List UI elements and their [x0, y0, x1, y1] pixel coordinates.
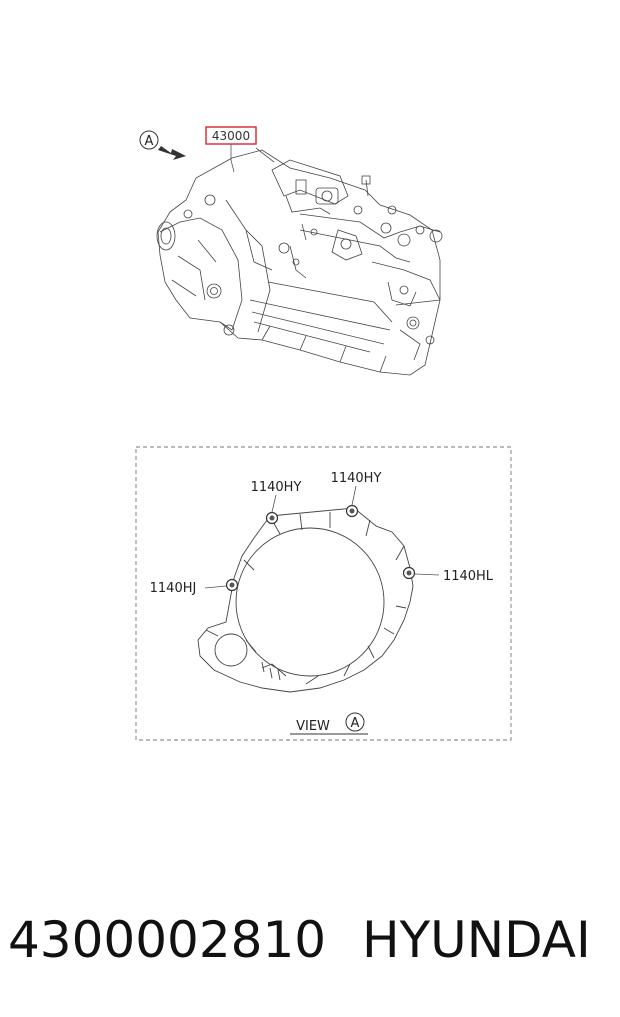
- part-number: 4300002810: [8, 911, 327, 969]
- bolt-1140hl[interactable]: [402, 566, 440, 580]
- view-arrow-marker: A: [139, 130, 186, 160]
- view-caption-marker: A: [351, 716, 360, 731]
- parts-diagram: A 43000: [135, 126, 512, 741]
- bolt-1140hy-right[interactable]: [345, 485, 359, 518]
- view-marker-letter: A: [145, 134, 154, 149]
- bolt-label-top-right: 1140HY: [331, 471, 382, 486]
- part-label-43000[interactable]: 43000: [205, 126, 257, 160]
- view-a-detail-panel: 1140HY 1140HY 1140HJ 1140HL VIEW A: [135, 446, 512, 741]
- product-footer: 4300002810 HYUNDAI: [0, 905, 620, 975]
- detail-dashed-frame: [135, 446, 512, 741]
- view-caption-text: VIEW: [296, 719, 330, 734]
- main-part-label: 43000: [212, 129, 250, 143]
- bolt-label-top-left: 1140HY: [251, 480, 302, 495]
- view-caption: VIEW A: [290, 712, 368, 735]
- view-direction-arrow: [158, 146, 186, 160]
- bolt-1140hj[interactable]: [204, 578, 239, 592]
- bolt-label-left: 1140HJ: [150, 581, 197, 596]
- transmission-illustration: [156, 147, 443, 376]
- bolt-1140hy-left[interactable]: [265, 494, 279, 525]
- bell-housing-face-drawing: [197, 507, 414, 693]
- bolt-label-right: 1140HL: [443, 569, 494, 584]
- brand-name: HYUNDAI: [362, 911, 591, 969]
